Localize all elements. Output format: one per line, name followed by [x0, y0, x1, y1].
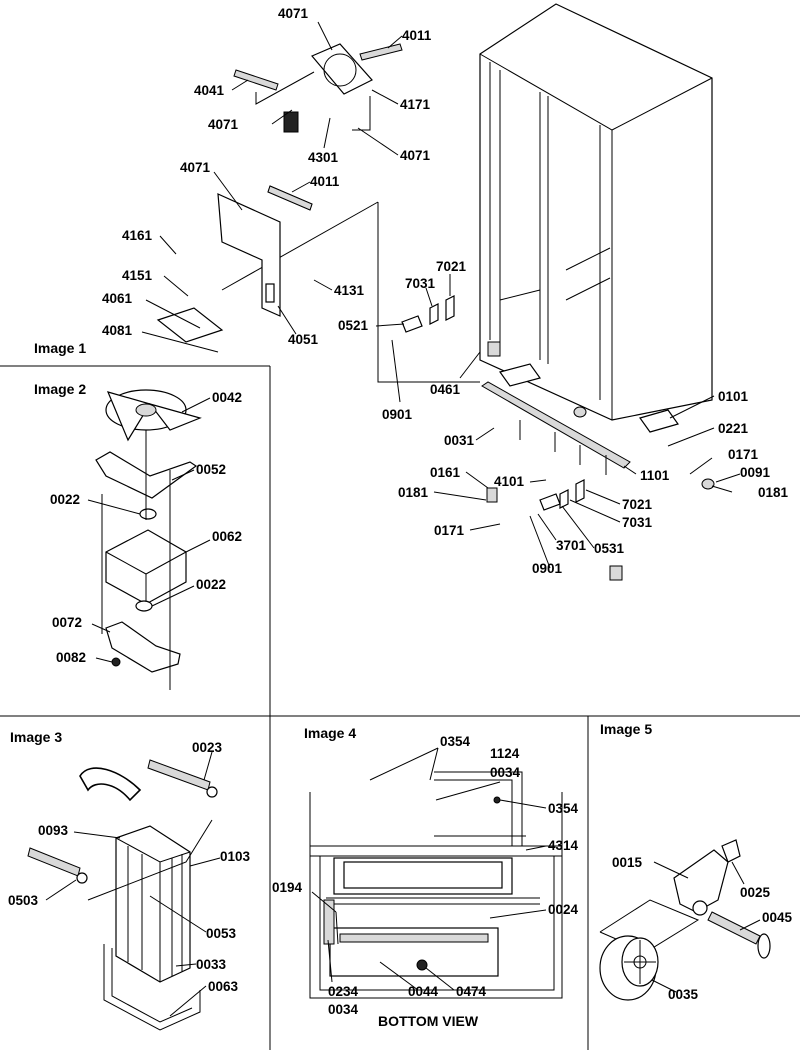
- callout-7021-a: 7021: [436, 259, 467, 274]
- callout-4071-a: 4071: [278, 6, 309, 21]
- callout-0181-a: 0181: [758, 485, 789, 500]
- callout-4011-b: 4011: [310, 174, 340, 189]
- callout-0093: 0093: [38, 823, 69, 838]
- callout-0521: 0521: [338, 318, 369, 333]
- callout-0181-b: 0181: [398, 485, 429, 500]
- panel-title-image1: Image 1: [34, 340, 86, 356]
- callout-4071-b: 4071: [208, 117, 239, 132]
- callout-4161: 4161: [122, 228, 153, 243]
- callout-0015: 0015: [612, 855, 643, 870]
- callout-0354-a: 0354: [440, 734, 471, 749]
- wheel-assembly-drawing: [599, 839, 771, 1001]
- callout-0234: 0234: [328, 984, 359, 999]
- callout-4071-d: 4071: [180, 160, 211, 175]
- callout-0045: 0045: [762, 910, 793, 925]
- callout-0082: 0082: [56, 650, 86, 665]
- callout-0035: 0035: [668, 987, 699, 1002]
- image5-leader-lines: [651, 861, 761, 993]
- callout-7021-b: 7021: [622, 497, 653, 512]
- callout-0091: 0091: [740, 465, 771, 480]
- callout-0171-a: 0171: [728, 447, 759, 462]
- callout-0034-a: 0034: [490, 765, 521, 780]
- callout-0354-b: 0354: [548, 801, 579, 816]
- callout-7031-a: 7031: [405, 276, 436, 291]
- callout-4071-c: 4071: [400, 148, 431, 163]
- callout-4151: 4151: [122, 268, 153, 283]
- callout-4011-a: 4011: [402, 28, 432, 43]
- image4-callout-labels: 0354 1124 0034 0354 4314 0194 0024 0234 …: [272, 734, 579, 1029]
- image3-callout-labels: 0023 0093 0103 0503 0053 0033 0063: [8, 740, 251, 994]
- main-callout-labels: 4071 4011 4041 4171 4071 4301 4071 4071 …: [102, 6, 789, 576]
- callout-4041: 4041: [194, 83, 225, 98]
- callout-0044: 0044: [408, 984, 439, 999]
- callout-4081: 4081: [102, 323, 133, 338]
- panel-title-image3: Image 3: [10, 729, 62, 745]
- callout-0194: 0194: [272, 880, 303, 895]
- callout-0103: 0103: [220, 849, 251, 864]
- callout-0052: 0052: [196, 462, 226, 477]
- main-leader-lines: [141, 21, 741, 569]
- image3-leader-lines: [45, 751, 221, 1017]
- image2-callout-labels: 0042 0052 0022 0062 0022 0072 0082: [50, 390, 242, 665]
- callout-4051: 4051: [288, 332, 319, 347]
- callout-4131: 4131: [334, 283, 365, 298]
- callout-4101: 4101: [494, 474, 525, 489]
- callout-0034-b: 0034: [328, 1002, 359, 1017]
- image2-leader-lines: [87, 397, 211, 663]
- callout-3701: 3701: [556, 538, 587, 553]
- callout-0221: 0221: [718, 421, 749, 436]
- bottom-view-drawing: [309, 771, 563, 999]
- callout-4171: 4171: [400, 97, 431, 112]
- callout-0022-a: 0022: [50, 492, 80, 507]
- fan-motor-drawing: [95, 389, 202, 690]
- callout-0531: 0531: [594, 541, 625, 556]
- callout-0474: 0474: [456, 984, 487, 999]
- fan-shroud-drawing: [156, 43, 403, 343]
- panel-title-image5: Image 5: [600, 721, 652, 737]
- panel-title-image4: Image 4: [304, 725, 356, 741]
- callout-0901-a: 0901: [382, 407, 413, 422]
- callout-4301: 4301: [308, 150, 339, 165]
- callout-0031: 0031: [444, 433, 475, 448]
- callout-0062: 0062: [212, 529, 242, 544]
- callout-0042: 0042: [212, 390, 242, 405]
- panel-frames: [0, 365, 800, 1050]
- callout-0101: 0101: [718, 389, 749, 404]
- bottom-view-caption: BOTTOM VIEW: [378, 1013, 479, 1029]
- callout-0024: 0024: [548, 902, 579, 917]
- cabinet-drawing: [221, 3, 715, 581]
- callout-0901-b: 0901: [532, 561, 563, 576]
- panel-title-image2: Image 2: [34, 381, 86, 397]
- callout-0033: 0033: [196, 957, 227, 972]
- callout-7031-b: 7031: [622, 515, 653, 530]
- callout-0461: 0461: [430, 382, 461, 397]
- callout-0023: 0023: [192, 740, 223, 755]
- callout-0063: 0063: [208, 979, 239, 994]
- callout-0161: 0161: [430, 465, 461, 480]
- image4-leader-lines: [311, 747, 547, 991]
- callout-0171-b: 0171: [434, 523, 465, 538]
- callout-0503: 0503: [8, 893, 39, 908]
- callout-4314: 4314: [548, 838, 579, 853]
- callout-4061: 4061: [102, 291, 133, 306]
- evaporator-drawing: [27, 759, 218, 1031]
- image5-callout-labels: 0015 0025 0045 0035: [612, 855, 793, 1002]
- callout-0072: 0072: [52, 615, 82, 630]
- callout-1124: 1124: [490, 746, 520, 761]
- callout-0053: 0053: [206, 926, 237, 941]
- callout-0025: 0025: [740, 885, 771, 900]
- callout-1101: 1101: [640, 468, 670, 483]
- callout-0022-b: 0022: [196, 577, 226, 592]
